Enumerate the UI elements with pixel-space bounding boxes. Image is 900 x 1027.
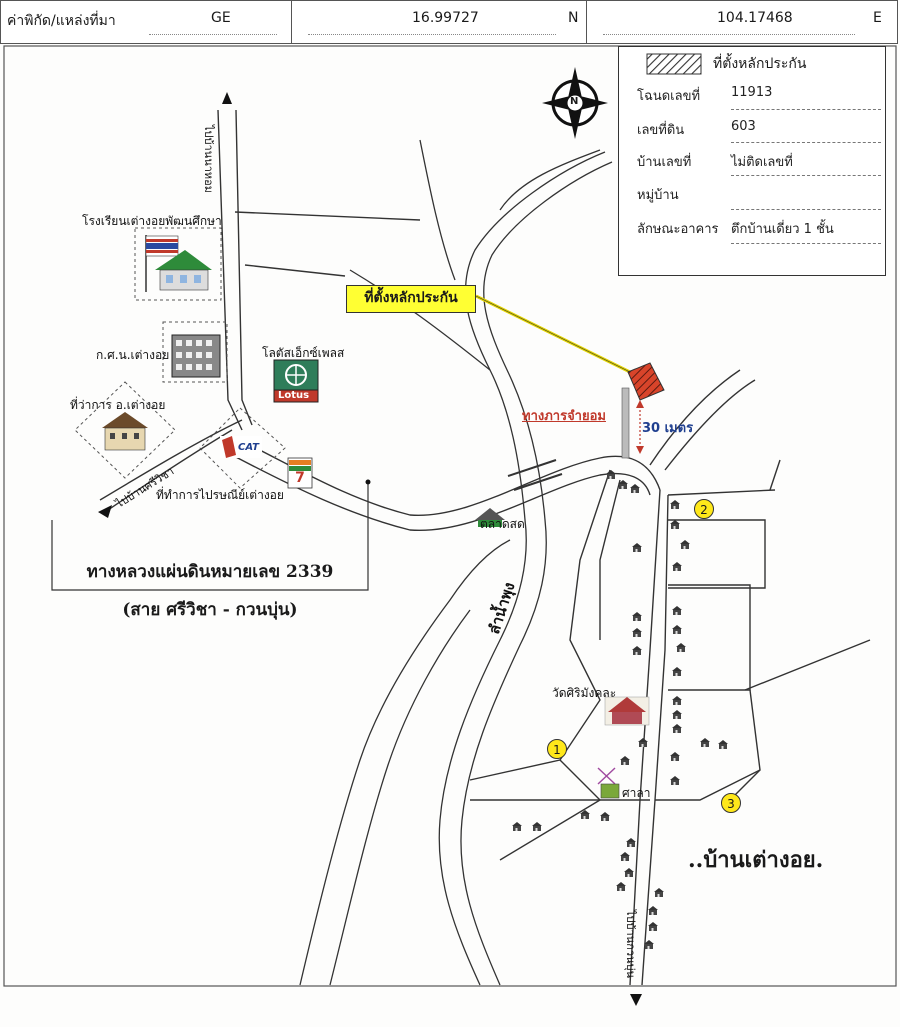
latitude-cell: 16.99727 N (292, 1, 587, 43)
cat-brand: CAT (238, 442, 259, 453)
legend-divider (731, 109, 881, 110)
map-frame (3, 45, 897, 987)
legend-hatch-icon (646, 53, 702, 75)
longitude-suffix: E (873, 10, 882, 26)
longitude-value: 104.17468 (717, 10, 793, 26)
legend-marker-label: ที่ตั้งหลักประกัน (713, 56, 807, 72)
coordinate-header: ค่าพิกัด/แหล่งที่มา GE 16.99727 N 104.17… (0, 0, 898, 44)
lotus-label: โลตัสเอ็กซ์เพลส (262, 346, 345, 360)
road-north-label: ไปบ้านนาหอม (202, 125, 215, 193)
point-marker-2: 2 (694, 499, 714, 519)
latitude-value: 16.99727 (412, 10, 479, 26)
legend-value-house: ไม่ติดเลขที่ (731, 155, 793, 170)
svg-text:7: 7 (295, 470, 305, 486)
longitude-cell: 104.17468 E (587, 1, 897, 43)
post-office-icon (199, 407, 286, 489)
legend-label-house: บ้านเลขที่ (637, 155, 692, 170)
west-arrow-icon (98, 505, 112, 518)
legend-value-deed: 11913 (731, 85, 773, 100)
legend-label-land: เลขที่ดิน (637, 123, 685, 138)
seven-eleven-icon: 7 (287, 457, 313, 489)
gov-office-label: ก.ศ.น.เต่างอย (96, 348, 170, 362)
school-icon (134, 227, 222, 301)
sala-icon (597, 767, 620, 799)
district-office-icon (74, 381, 176, 479)
legend-value-land: 603 (731, 119, 756, 134)
village-label: ..บ้านเต่างอย. (688, 847, 824, 873)
source-label: ค่าพิกัด/แหล่งที่มา (7, 13, 116, 29)
legend-divider (731, 175, 881, 176)
south-arrow-icon (630, 994, 642, 1006)
legend-label-building: ลักษณะอาคาร (637, 222, 719, 237)
temple-icon (604, 696, 650, 726)
bridge (507, 459, 563, 491)
highway-subtitle: (สาย ศรีวิชา - กวนบุ่น) (122, 600, 298, 620)
latitude-suffix: N (568, 10, 579, 26)
access-path (621, 387, 630, 459)
temple-label: วัดศิริมังคละ (552, 686, 617, 700)
compass-icon (542, 67, 608, 139)
district-office-label: ที่ว่าการ อ.เต่างอย (70, 398, 166, 412)
legend-value-building: ตึกบ้านเดี่ยว 1 ชั้น (731, 222, 834, 237)
distance-label: 30 เมตร (642, 421, 694, 436)
arrow-head-bottom (636, 446, 644, 454)
collateral-label: ที่ตั้งหลักประกัน (346, 285, 476, 313)
legend-box: ที่ตั้งหลักประกัน โฉนดเลขที่ 11913 เลขที… (618, 46, 886, 276)
arrow-head-top (636, 400, 644, 408)
road-south-label: ไปบ้านกวนบุ่น (624, 910, 637, 979)
source-cell: ค่าพิกัด/แหล่งที่มา GE (1, 1, 292, 43)
legend-label-village: หมู่บ้าน (637, 188, 679, 203)
lotus-brand: Lotus (278, 390, 310, 401)
info-box-border (51, 480, 369, 591)
sala-label: ศาลา (622, 786, 651, 800)
school-label: โรงเรียนเต่างอยพัฒนศึกษา (82, 214, 222, 228)
source-underline (149, 34, 277, 35)
river-lines (299, 139, 613, 986)
highway-title: ทางหลวงแผ่นดินหมายเลข 2339 (86, 562, 334, 582)
source-value: GE (211, 10, 231, 26)
legend-divider (731, 142, 881, 143)
latitude-underline (308, 34, 556, 35)
market-label: ตลาดสด (480, 517, 525, 531)
compass-letter: N (570, 96, 579, 107)
point-marker-1: 1 (547, 739, 567, 759)
junction-dot (365, 479, 371, 485)
legend-label-deed: โฉนดเลขที่ (637, 89, 701, 104)
access-road-label: ทางภารจำยอม (522, 409, 606, 424)
lotus-store-icon (273, 359, 319, 403)
north-arrow-icon (222, 92, 232, 104)
road-lines (99, 109, 871, 986)
longitude-underline (603, 34, 855, 35)
collateral-marker (627, 362, 665, 401)
collateral-leader-outline (475, 295, 631, 373)
point-marker-3: 3 (721, 793, 741, 813)
legend-divider (731, 243, 881, 244)
legend-divider (731, 209, 881, 210)
gov-office-icon (162, 321, 228, 383)
market-icon (475, 508, 505, 527)
post-office-label: ที่ทำการไปรษณีย์เต่างอย (156, 488, 284, 502)
